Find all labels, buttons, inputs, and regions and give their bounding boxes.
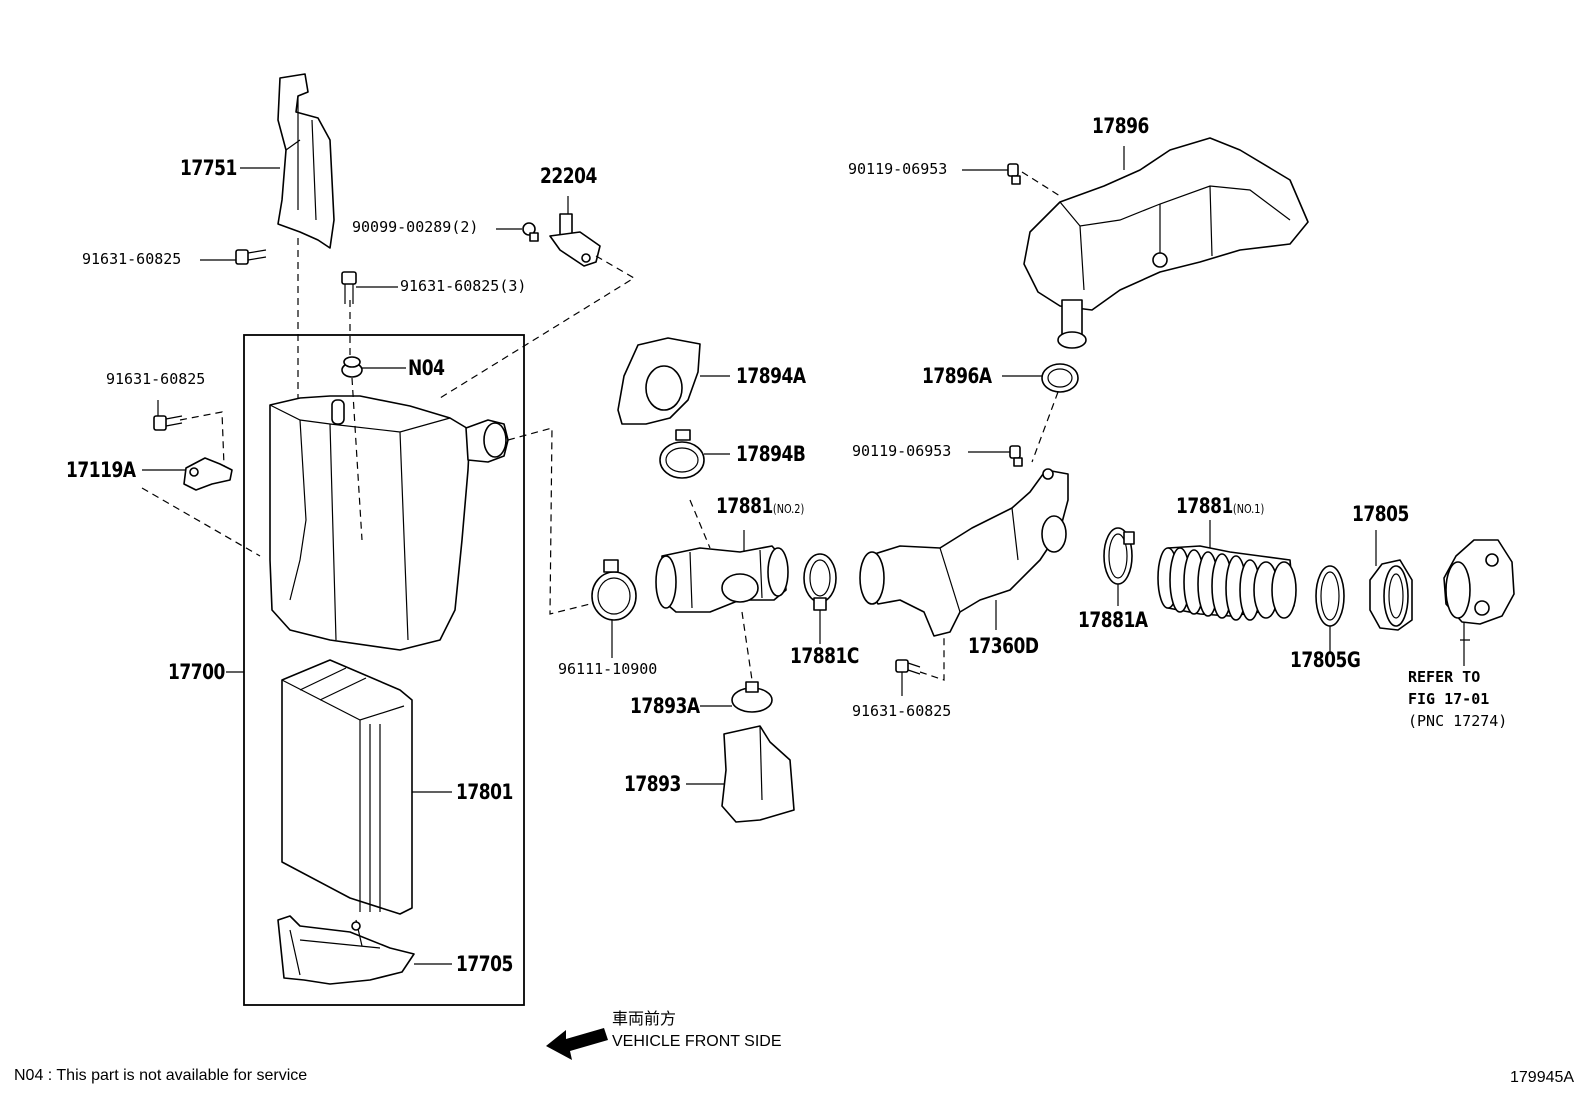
label-17700: 17700 [168,660,225,684]
label-17119A: 17119A [66,458,136,482]
refer-to-line2: FIG 17-01 [1408,690,1490,708]
hose-17881-no2-drawing [655,545,789,613]
bellows-hose-17881-no1-drawing [1157,545,1297,621]
label-17801: 17801 [456,780,513,804]
label-17881-no1: 17881(NO.1) [1176,496,1264,517]
label-17881-no2-number: 17881 [716,494,773,518]
label-96111-10900: 96111-10900 [558,660,658,678]
label-17805: 17805 [1352,502,1409,526]
label-17894A: 17894A [736,364,806,388]
clamp-17893A-drawing [731,681,773,713]
label-17705: 17705 [456,952,513,976]
label-90119-06953-b: 90119-06953 [852,442,952,460]
refer-to-line1: REFER TO [1408,668,1481,686]
label-17881C: 17881C [790,644,859,668]
bolt-91631-c-drawing [153,415,183,431]
filter-element-drawing [281,659,413,915]
bolt-91631-b-drawing [341,271,357,304]
refer-to-note: REFER TO FIG 17-01 (PNC 17274) [1408,666,1507,732]
label-17881-no1-suffix: (NO.1) [1232,502,1265,516]
bolt-91631-d-drawing [895,659,921,675]
clamp-17896A-drawing [1041,363,1079,393]
label-91631-60825-a: 91631-60825 [82,250,182,268]
label-22204: 22204 [540,164,597,188]
inlet-duct-17360D-drawing [859,468,1069,637]
bolt-91631-a-drawing [235,249,267,265]
leader-lines [142,146,1465,965]
grommet-N04-drawing [341,356,363,378]
clamp-17881A-drawing [1103,527,1135,585]
vehicle-front-jp: 車両前方 [612,1011,677,1028]
clamp-17881C-drawing [803,553,837,611]
resonator-17896-drawing [1023,137,1309,349]
duct-17893-drawing [721,725,795,823]
seal-17894A-drawing [617,337,701,425]
label-17896: 17896 [1092,114,1149,138]
ring-17805G-drawing [1315,565,1345,627]
part-22204-drawing [549,213,601,267]
label-90119-06953-a: 90119-06953 [848,160,948,178]
screw-90119-a-drawing [1007,163,1021,185]
screw-90099-drawing [522,222,539,242]
label-91631-60825-d: 91631-60825 [852,702,952,720]
label-91631-60825-3: 91631-60825(3) [400,277,527,295]
label-N04: N04 [408,356,445,380]
dashed-lines [141,171,1061,681]
label-17881-no1-number: 17881 [1176,494,1233,518]
air-cleaner-case-drawing [269,395,509,651]
label-17751: 17751 [180,156,237,180]
label-17360D: 17360D [968,634,1039,658]
label-17805G: 17805G [1290,648,1361,672]
vehicle-front-arrow [546,1028,608,1060]
vehicle-front-en: VEHICLE FRONT SIDE [612,1033,782,1050]
label-91631-60825-c: 91631-60825 [106,370,206,388]
clamp-96111-drawing [591,559,637,621]
clamp-17894B-drawing [659,429,705,479]
label-17881A: 17881A [1078,608,1148,632]
air-cleaner-assembly-box [243,334,525,1006]
screw-90119-b-drawing [1009,445,1023,467]
label-17893A: 17893A [630,694,700,718]
label-17893: 17893 [624,772,681,796]
label-17881-no2: 17881(NO.2) [716,496,804,517]
gasket-17805-drawing [1369,559,1413,631]
throttle-body-drawing [1443,539,1515,641]
label-17881-no2-suffix: (NO.2) [772,502,805,516]
label-90099-00289: 90099-00289(2) [352,218,479,236]
lower-duct-drawing [277,915,415,985]
bracket-17119A-drawing [183,457,233,491]
label-17896A: 17896A [922,364,992,388]
refer-to-line3: (PNC 17274) [1408,712,1508,730]
footnote-n04: N04 : This part is not available for ser… [14,1067,308,1084]
label-17894B: 17894B [736,442,806,466]
part-17751-drawing [277,73,335,249]
figure-id: 179945A [1510,1069,1575,1086]
